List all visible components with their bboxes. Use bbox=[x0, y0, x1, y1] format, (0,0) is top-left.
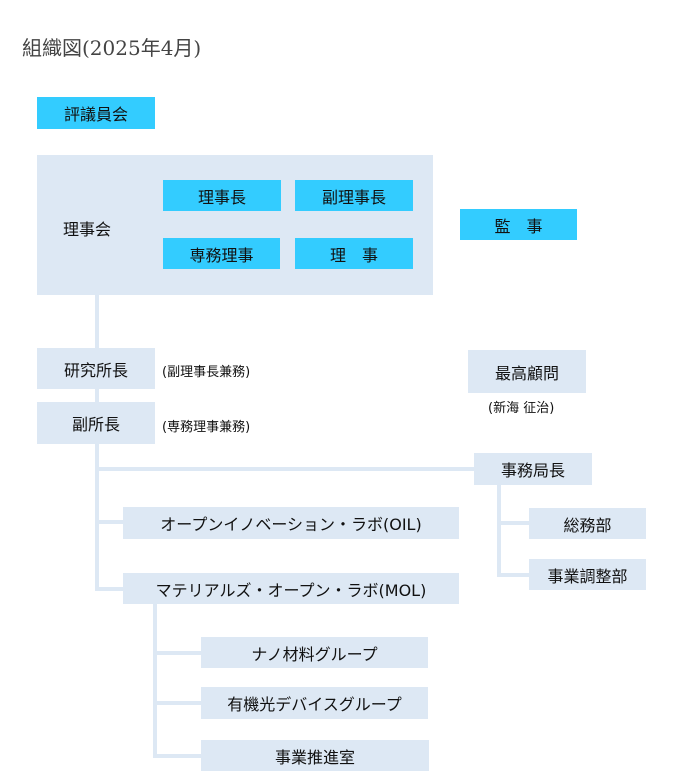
executive-director-box: 専務理事 bbox=[163, 238, 280, 269]
oil-connector bbox=[95, 520, 123, 524]
dept-branch bbox=[497, 573, 529, 577]
director-general-note: (副理事長兼務) bbox=[162, 365, 251, 380]
organic-device-group-box: 有機光デバイスグループ bbox=[201, 687, 428, 719]
dept-connector bbox=[497, 485, 501, 577]
board-panel bbox=[37, 155, 433, 295]
council-box: 評議員会 bbox=[37, 97, 155, 129]
mol-box: マテリアルズ・オープン・ラボ(MOL) bbox=[123, 573, 459, 604]
secretariat-box: 事務局長 bbox=[474, 453, 592, 485]
auditor-box: 監 事 bbox=[460, 209, 577, 240]
group-branch bbox=[153, 651, 201, 655]
dept-branch bbox=[497, 521, 529, 525]
group-branch bbox=[153, 754, 201, 758]
chair-box: 理事長 bbox=[163, 180, 281, 211]
group-connector bbox=[153, 604, 157, 758]
group-branch bbox=[153, 701, 201, 705]
advisor-name: (新海 征治) bbox=[488, 401, 555, 416]
general-affairs-box: 総務部 bbox=[529, 508, 646, 539]
director-box: 理 事 bbox=[295, 238, 413, 269]
business-promotion-box: 事業推進室 bbox=[201, 740, 429, 771]
director-general-box: 研究所長 bbox=[37, 348, 155, 389]
vice-chair-box: 副理事長 bbox=[295, 180, 413, 211]
oil-box: オープンイノベーション・ラボ(OIL) bbox=[123, 507, 459, 539]
nano-materials-group-box: ナノ材料グループ bbox=[201, 637, 428, 668]
advisor-box: 最高顧問 bbox=[468, 350, 586, 393]
business-coordination-box: 事業調整部 bbox=[529, 559, 646, 590]
mol-connector bbox=[95, 587, 123, 591]
deputy-box: 副所長 bbox=[37, 402, 155, 444]
deputy-note: (専務理事兼務) bbox=[162, 420, 251, 435]
board-label: 理事会 bbox=[63, 220, 112, 239]
secretariat-connector bbox=[95, 467, 475, 471]
page-title: 組織図(2025年4月) bbox=[22, 36, 202, 60]
